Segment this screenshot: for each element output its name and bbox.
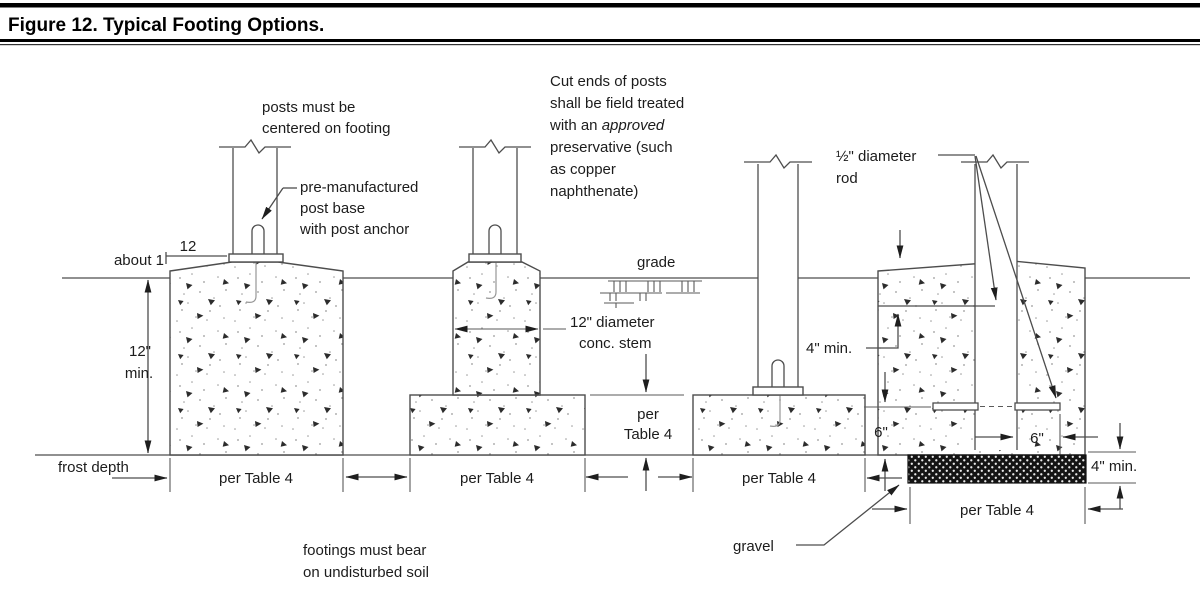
cut-ends-line1: Cut ends of posts bbox=[550, 73, 667, 90]
stem-label-line2: conc. stem bbox=[579, 335, 652, 352]
grade-label-group: grade bbox=[600, 254, 702, 308]
rod-leader-lower bbox=[975, 155, 1057, 399]
footing-option-1 bbox=[169, 138, 344, 456]
slope-about-label: about 1 bbox=[114, 252, 164, 269]
cut-ends-line3-pre: with an bbox=[549, 117, 602, 134]
rod-label-line1: ½" diameter bbox=[836, 148, 916, 165]
footing-option-3 bbox=[692, 153, 866, 456]
rod-leader-upper bbox=[974, 155, 998, 301]
width-footing1-label: per Table 4 bbox=[219, 470, 293, 487]
post-base-leader bbox=[261, 187, 284, 220]
rod-projection-dimension: 6" bbox=[975, 430, 1098, 447]
title-rule-top bbox=[0, 3, 1200, 8]
pad-thickness-line1: per bbox=[637, 406, 659, 423]
posts-centered-line1: posts must be bbox=[262, 99, 355, 116]
post-anchor-strap bbox=[771, 359, 785, 387]
figure-title-block: Figure 12. Typical Footing Options. bbox=[0, 3, 1200, 46]
anchor-bolt-icon bbox=[769, 395, 781, 427]
note-bearing: footings must bear on undisturbed soil bbox=[303, 542, 429, 581]
post-base-line1: pre-manufactured bbox=[300, 179, 418, 196]
width-footing4-label: per Table 4 bbox=[960, 502, 1034, 519]
anchor-bolt-icon bbox=[485, 262, 497, 299]
post-anchor-strap bbox=[488, 224, 502, 254]
depth-dimension: 12" min. bbox=[125, 279, 153, 454]
rod-label-line2: rod bbox=[836, 170, 858, 187]
note-posts-centered: posts must be centered on footing bbox=[262, 99, 390, 137]
post-2 bbox=[473, 148, 517, 255]
post-base-plate bbox=[752, 386, 804, 396]
bearing-line2: on undisturbed soil bbox=[303, 564, 429, 581]
gravel-min-label: 4" min. bbox=[1091, 458, 1137, 475]
pad-thickness-line2: Table 4 bbox=[624, 426, 672, 443]
title-rule-bottom-thin bbox=[0, 44, 1200, 46]
gravel-label: gravel bbox=[733, 538, 774, 555]
grade-label: grade bbox=[637, 254, 675, 271]
cut-ends-line6: naphthenate) bbox=[550, 183, 638, 200]
posts-centered-line2: centered on footing bbox=[262, 120, 390, 137]
frost-depth-label: frost depth bbox=[58, 459, 129, 476]
footing-option-2 bbox=[409, 138, 586, 456]
earth-hatch-icon bbox=[600, 280, 702, 308]
title-rule-bottom bbox=[0, 39, 1200, 42]
post-base-line3: with post anchor bbox=[299, 221, 409, 238]
cut-ends-line3: with an approved bbox=[549, 117, 665, 134]
post-break-icon bbox=[961, 153, 1029, 170]
gravel-dimension: 4" min. bbox=[1088, 423, 1137, 509]
footing-2-pad bbox=[409, 394, 586, 456]
cut-ends-line3-italic: approved bbox=[602, 117, 665, 134]
stem-label-line1: 12" diameter bbox=[570, 314, 655, 331]
post-break-icon bbox=[459, 138, 531, 155]
lower-rod-right bbox=[1014, 402, 1061, 411]
depth-min-label: min. bbox=[125, 365, 153, 382]
cut-ends-line2: shall be field treated bbox=[550, 95, 684, 112]
pad-thickness-dimension: per Table 4 bbox=[590, 354, 684, 491]
width-dimensions: per Table 4 per Table 4 per Table 4 per … bbox=[112, 458, 1123, 524]
rod-projection-label: 6" bbox=[1030, 430, 1044, 447]
stem-label: 12" diameter conc. stem bbox=[570, 314, 655, 352]
post-1 bbox=[233, 148, 277, 255]
depth-value-label: 12" bbox=[129, 343, 151, 360]
rod-height-label: 6" bbox=[874, 424, 888, 441]
gravel-bed bbox=[907, 454, 1087, 484]
note-post-base: pre-manufactured post base with post anc… bbox=[261, 179, 418, 238]
slope-symbol: about 1 12 bbox=[114, 238, 227, 269]
post-4 bbox=[975, 164, 1017, 450]
embed-min-label: 4" min. bbox=[806, 340, 852, 357]
post-anchor-strap bbox=[251, 224, 265, 254]
bearing-line1: footings must bear bbox=[303, 542, 426, 559]
cut-ends-line5: as copper bbox=[550, 161, 616, 178]
lower-rod-left bbox=[932, 402, 979, 411]
width-footing2-label: per Table 4 bbox=[460, 470, 534, 487]
post-3 bbox=[758, 164, 798, 387]
slope-run-label: 12 bbox=[180, 238, 197, 255]
post-base-plate bbox=[468, 253, 522, 263]
post-break-icon bbox=[744, 153, 812, 170]
note-rod: ½" diameter rod bbox=[836, 148, 1057, 399]
post-break-icon bbox=[219, 138, 291, 155]
note-gravel: gravel bbox=[733, 484, 900, 555]
rod-height-dimension: 6" bbox=[864, 372, 931, 491]
cut-ends-line4: preservative (such bbox=[550, 139, 673, 156]
width-footing3-label: per Table 4 bbox=[742, 470, 816, 487]
anchor-bolt-icon bbox=[245, 262, 257, 303]
figure-title: Figure 12. Typical Footing Options. bbox=[8, 15, 324, 36]
post-base-line2: post base bbox=[300, 200, 365, 217]
post-base-plate bbox=[228, 253, 284, 263]
note-cut-ends: Cut ends of posts shall be field treated… bbox=[549, 73, 684, 200]
gravel-leader bbox=[796, 484, 900, 546]
embed-dimension: 4" min. bbox=[806, 230, 904, 357]
